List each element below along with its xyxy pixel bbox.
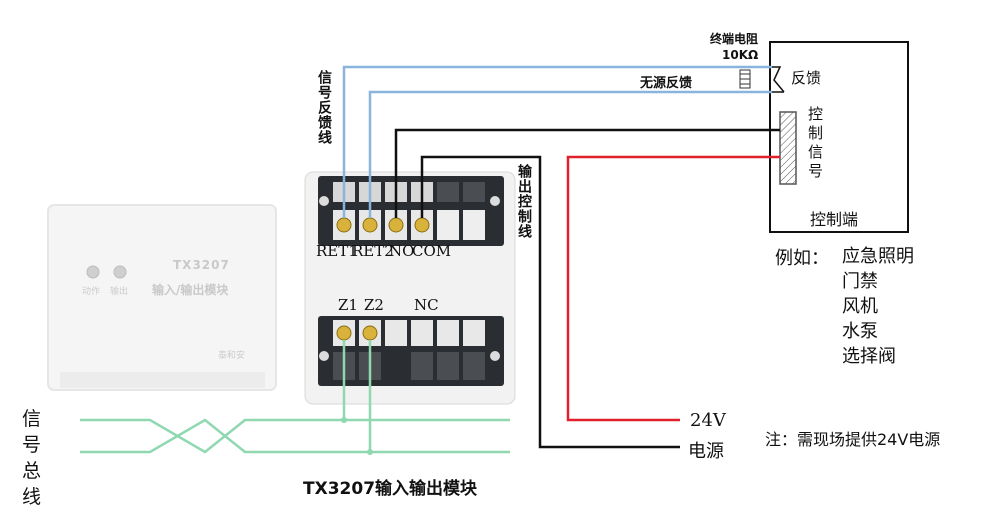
signal-bus-label: 信号总线 bbox=[22, 408, 42, 508]
terminal-com-label: COM bbox=[412, 242, 452, 260]
feedback-switch-icon bbox=[772, 66, 785, 93]
screw-com-icon bbox=[414, 217, 430, 233]
examples-prefix: 例如： bbox=[775, 248, 829, 269]
control-wire-com bbox=[420, 155, 680, 449]
terminal-nc-label: NC bbox=[414, 296, 439, 314]
led-action-label: 动作 bbox=[82, 287, 101, 297]
example-item: 风机 bbox=[842, 296, 878, 317]
power-wire bbox=[566, 155, 780, 422]
feedback-wire-ret1 bbox=[342, 65, 772, 218]
note-label: 注：需现场提供24V电源 bbox=[765, 430, 941, 449]
module-brand-label: 泰和安 bbox=[218, 351, 246, 361]
control-end-label: 控制端 bbox=[810, 210, 859, 229]
terminal-z2-label: Z2 bbox=[364, 296, 384, 314]
signal-bus-wires bbox=[80, 340, 510, 454]
diagram-caption: TX3207输入输出模块 bbox=[303, 479, 478, 499]
example-item: 选择阀 bbox=[842, 346, 896, 367]
terminal-ret2-label: RET2 bbox=[352, 242, 394, 260]
feedback-wire-label: 信号反馈线 bbox=[316, 70, 332, 145]
power-voltage-label: 24V bbox=[690, 410, 726, 431]
example-item: 门禁 bbox=[842, 271, 878, 292]
feedback-wires bbox=[342, 65, 772, 218]
screw-no-icon bbox=[388, 217, 404, 233]
module-model-label: TX3207 bbox=[173, 258, 230, 272]
control-end-box bbox=[769, 41, 909, 233]
terminal-cells-top bbox=[333, 182, 485, 240]
feedback-label: 反馈 bbox=[791, 69, 822, 87]
screw-ret2-icon bbox=[362, 217, 378, 233]
power-label: 电源 bbox=[688, 441, 724, 462]
control-signal-label: 控制信号 bbox=[806, 106, 824, 182]
screw-ret1-icon bbox=[336, 217, 352, 233]
passive-feedback-label: 无源反馈 bbox=[640, 76, 693, 91]
terminal-z1-label: Z1 bbox=[338, 296, 358, 314]
examples-list: 应急照明 门禁 风机 水泵 选择阀 bbox=[842, 244, 914, 369]
screw-z2-icon bbox=[362, 325, 378, 341]
feedback-wire-ret2 bbox=[368, 90, 772, 218]
end-resistor-value: 10KΩ bbox=[722, 48, 759, 62]
example-item: 水泵 bbox=[842, 321, 878, 342]
output-control-wire-label: 输出控制线 bbox=[516, 164, 532, 239]
end-resistor-title: 终端电阻 bbox=[710, 32, 759, 46]
led-output-icon bbox=[113, 265, 127, 279]
module-front-face bbox=[47, 204, 277, 391]
end-resistor-icon bbox=[739, 69, 751, 89]
module-name-label: 输入/输出模块 bbox=[152, 283, 229, 297]
led-action-icon bbox=[86, 265, 100, 279]
control-wire-no bbox=[394, 128, 780, 218]
terminal-block-bottom bbox=[318, 316, 504, 386]
led-output-label: 输出 bbox=[110, 287, 129, 297]
terminal-ret1-label: RET1 bbox=[316, 242, 358, 260]
example-item: 应急照明 bbox=[842, 246, 914, 267]
control-signal-terminal bbox=[779, 111, 797, 185]
terminal-no-label: NO bbox=[389, 242, 415, 260]
output-control-wires bbox=[394, 128, 780, 449]
screw-z1-icon bbox=[336, 325, 352, 341]
